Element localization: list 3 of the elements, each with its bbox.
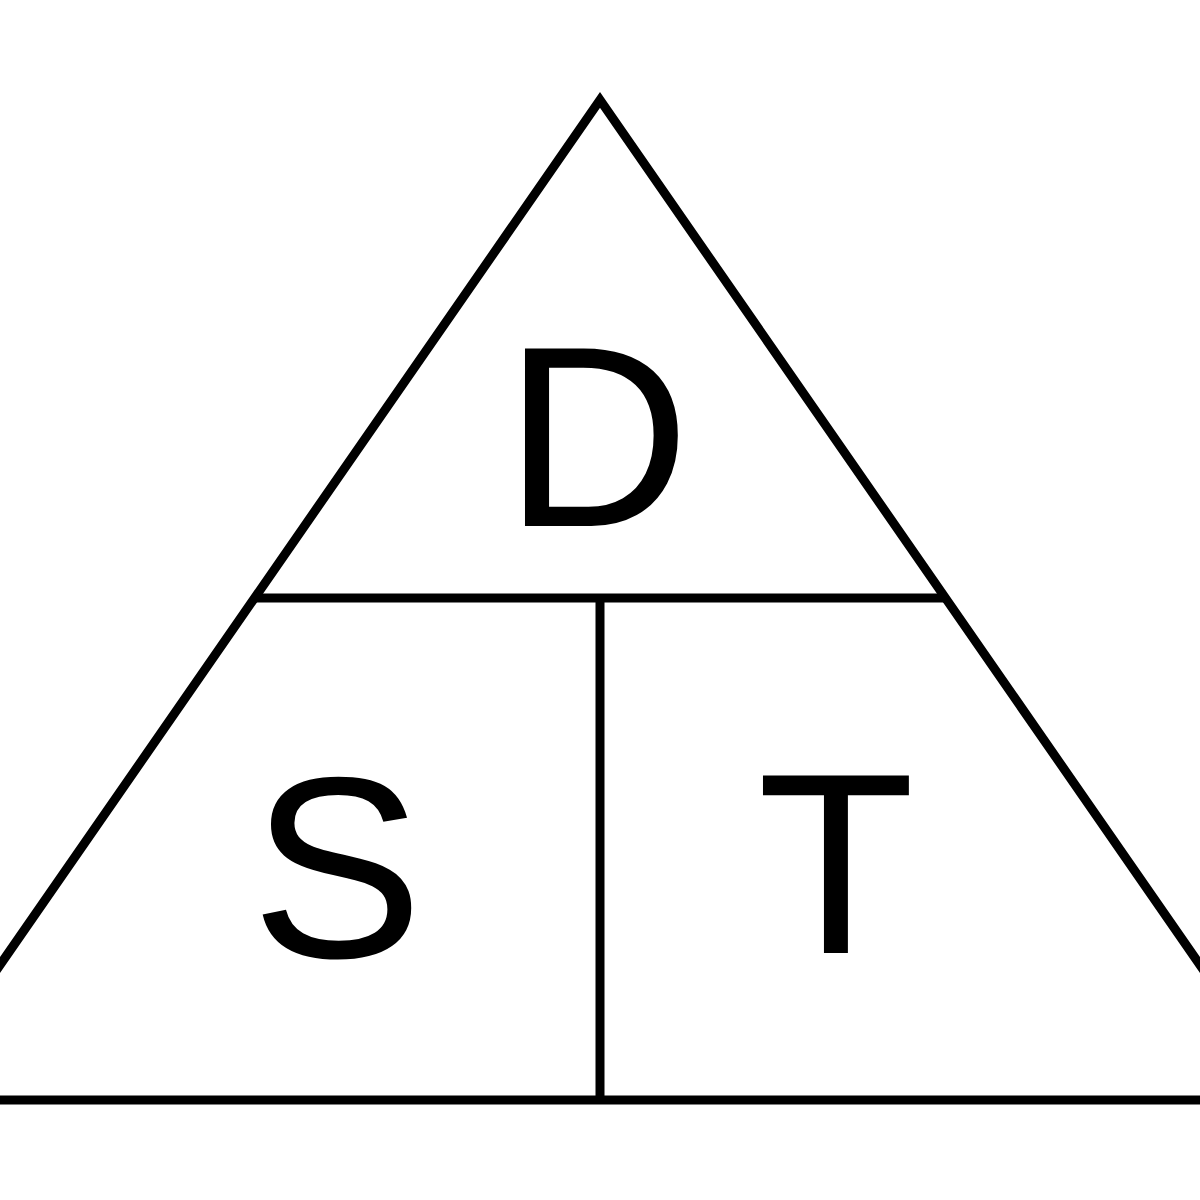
- variable-letter: T: [716, 735, 956, 993]
- variable-letter: S: [217, 739, 457, 997]
- variable-letter: D: [477, 308, 717, 566]
